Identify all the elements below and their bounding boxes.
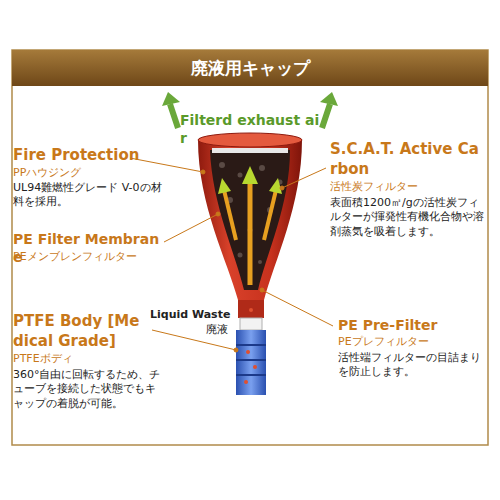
part-note: 表面積1200㎡/gの活性炭フィルターが揮発性有機化合物や溶剤蒸気を吸着します。	[330, 196, 485, 239]
part-note: 360°自由に回転するため、チューブを接続した状態でもキャップの着脱が可能。	[13, 368, 163, 411]
part-subtitle: 活性炭フィルター	[330, 180, 480, 194]
part-name: S.C.A.T. Active Carbon	[330, 140, 480, 179]
part-note: 活性端フィルターの目詰まりを防止します。	[338, 351, 486, 380]
part-name: PE Pre-Filter	[338, 316, 488, 334]
part-note: UL94難燃性グレード V-0の材料を採用。	[13, 181, 163, 210]
part-subtitle: PEメンブレンフィルター	[13, 250, 183, 264]
flow-label: Liquid Waste	[150, 308, 234, 322]
flow-label: Filterd exhaust air	[180, 111, 320, 147]
flow-label: 廃液	[206, 323, 236, 337]
part-name: Fire Protection	[13, 146, 163, 166]
part-subtitle: PEプレフィルター	[338, 335, 488, 349]
part-subtitle: PTFEボディ	[13, 352, 163, 366]
title: 廃液用キャップ	[12, 57, 488, 79]
part-name: PTFE Body [Medical Grade]	[13, 312, 149, 351]
part-subtitle: PPハウジング	[13, 166, 163, 180]
